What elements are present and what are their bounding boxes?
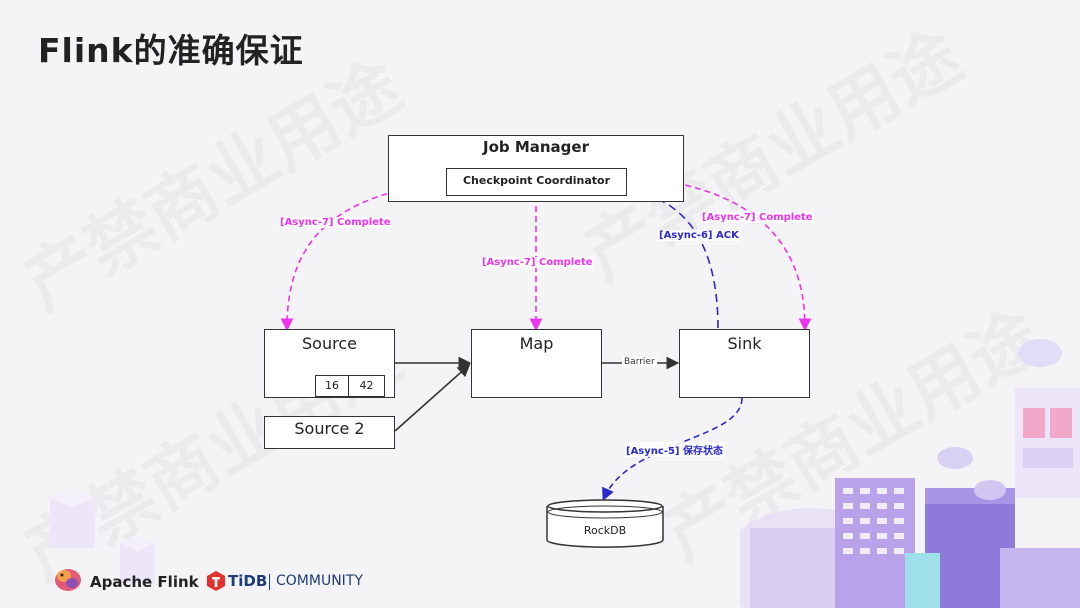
rockdb-cylinder <box>546 499 664 548</box>
sink-label: Sink <box>727 334 762 353</box>
tidb-logo-icon <box>207 571 225 591</box>
map-box: Map <box>471 329 602 398</box>
rockdb-label: RockDB <box>583 524 627 537</box>
page-title: Flink的准确保证 <box>38 31 304 70</box>
source-cell: 42 <box>348 375 385 397</box>
edge-async5-save <box>602 397 743 501</box>
checkpoint-coordinator-box: Checkpoint Coordinator <box>446 168 627 196</box>
source-label: Source <box>302 334 357 353</box>
map-label: Map <box>519 334 554 353</box>
community-label: COMMUNITY <box>276 573 363 589</box>
edge-async7-source <box>280 181 447 332</box>
tidb-label: TiDB <box>228 572 268 590</box>
apache-flink-logo-icon <box>55 569 81 591</box>
city-illustration <box>740 339 1080 608</box>
source2-box: Source 2 <box>264 416 395 449</box>
label-async6-ack: [Async-6] ACK <box>658 230 740 241</box>
apache-flink-label: Apache Flink <box>90 573 199 591</box>
label-async7-map: [Async-7] Complete <box>481 257 594 268</box>
cube-decoration <box>50 488 155 583</box>
source-cell: 16 <box>315 375 349 397</box>
label-async5-save: [Async-5] 保存状态 <box>625 442 724 457</box>
edge-source2-map <box>394 363 471 432</box>
label-async7-source: [Async-7] Complete <box>279 217 392 228</box>
source2-label: Source 2 <box>294 419 365 438</box>
job-manager-label: Job Manager <box>482 138 589 156</box>
sink-box: Sink <box>679 329 810 398</box>
label-async7-sink: [Async-7] Complete <box>701 212 814 223</box>
footer-divider <box>269 574 270 590</box>
label-barrier: Barrier <box>622 357 657 367</box>
